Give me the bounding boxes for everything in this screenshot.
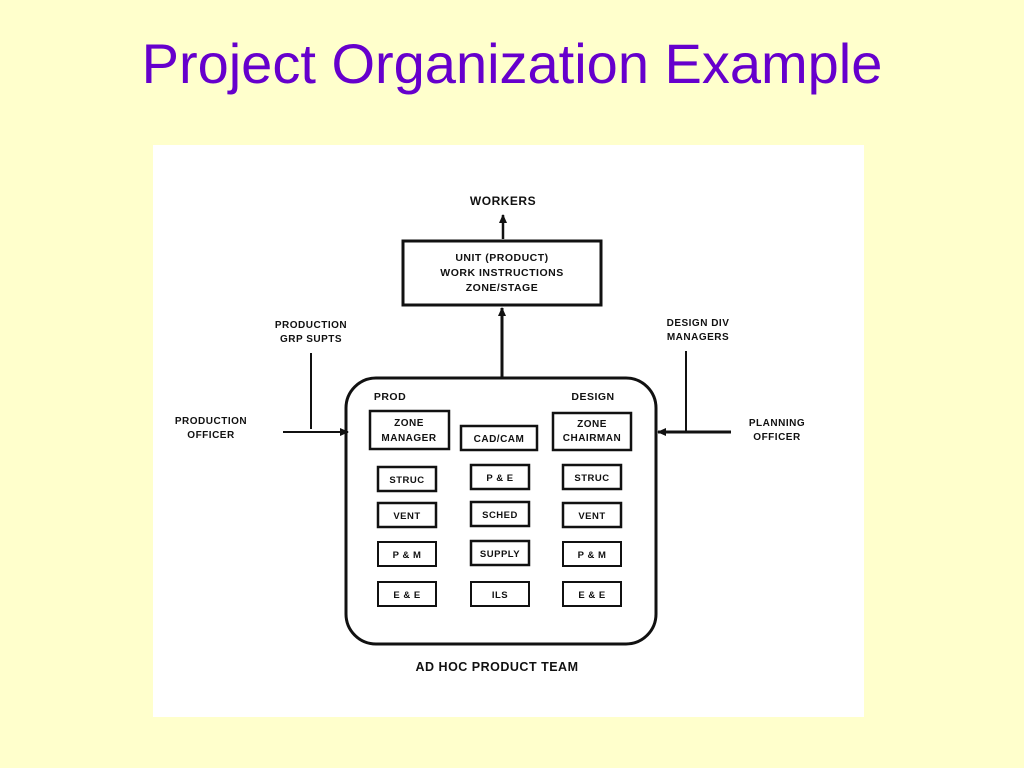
planning-officer-label-1: PLANNING: [749, 418, 805, 429]
planning-officer-label-2: OFFICER: [753, 432, 801, 443]
design-pm-label: P & M: [578, 550, 607, 561]
prod-ee-label: E & E: [393, 590, 420, 601]
zone-manager-line-2: MANAGER: [381, 433, 436, 444]
workers-label: WORKERS: [470, 194, 536, 208]
org-diagram-figure: WORKERS UNIT (PRODUCT) WORK INSTRUCTIONS…: [153, 145, 864, 717]
design-div-label-2: MANAGERS: [667, 332, 729, 343]
mid-sched-box: [469, 500, 531, 528]
slide-title: Project Organization Example: [141, 32, 883, 95]
unit-box-line-2: WORK INSTRUCTIONS: [440, 267, 563, 279]
mid-ils-box: [470, 581, 530, 607]
product-team-box: [344, 376, 658, 646]
prod-pm-box: [377, 541, 437, 567]
design-vent-label: VENT: [578, 511, 605, 522]
prod-vent-label: VENT: [393, 511, 420, 522]
org-diagram: WORKERS UNIT (PRODUCT) WORK INSTRUCTIONS…: [175, 194, 805, 674]
prod-struc-box: [376, 465, 438, 493]
unit-box-line-3: ZONE/STAGE: [466, 282, 538, 294]
production-officer-label-1: PRODUCTION: [175, 416, 247, 427]
mid-supply-label: SUPPLY: [480, 549, 520, 560]
mid-supply-box: [469, 539, 531, 567]
cad-cam-box: [459, 424, 539, 452]
production-grp-label-1: PRODUCTION: [275, 320, 347, 331]
design-div-label-1: DESIGN DIV: [667, 318, 730, 329]
cad-cam-label: CAD/CAM: [474, 434, 525, 445]
prod-struc-label: STRUC: [389, 475, 424, 486]
prod-vent-box: [376, 501, 438, 529]
mid-ils-label: ILS: [492, 590, 508, 601]
prod-pm-label: P & M: [393, 550, 422, 561]
prod-header: PROD: [374, 391, 406, 403]
mid-sched-label: SCHED: [482, 510, 518, 521]
zone-manager-line-1: ZONE: [394, 418, 424, 429]
product-team-label: AD HOC PRODUCT TEAM: [416, 660, 579, 674]
unit-box-line-1: UNIT (PRODUCT): [455, 252, 548, 264]
zone-chairman-line-2: CHAIRMAN: [563, 433, 621, 444]
design-vent-box: [561, 501, 623, 529]
mid-pe-label: P & E: [486, 473, 513, 484]
design-header: DESIGN: [571, 391, 614, 403]
mid-pe-box: [469, 463, 531, 491]
design-ee-label: E & E: [578, 590, 605, 601]
production-grp-label-2: GRP SUPTS: [280, 334, 342, 345]
zone-manager-box: [368, 409, 451, 451]
design-struc-label: STRUC: [574, 473, 609, 484]
production-officer-label-2: OFFICER: [187, 430, 235, 441]
prod-ee-box: [377, 581, 437, 607]
design-pm-box: [562, 541, 622, 567]
zone-chairman-line-1: ZONE: [577, 419, 607, 430]
design-struc-box: [561, 463, 623, 491]
zone-chairman-box: [551, 411, 633, 452]
design-ee-box: [562, 581, 622, 607]
unit-product-box: [401, 239, 603, 307]
